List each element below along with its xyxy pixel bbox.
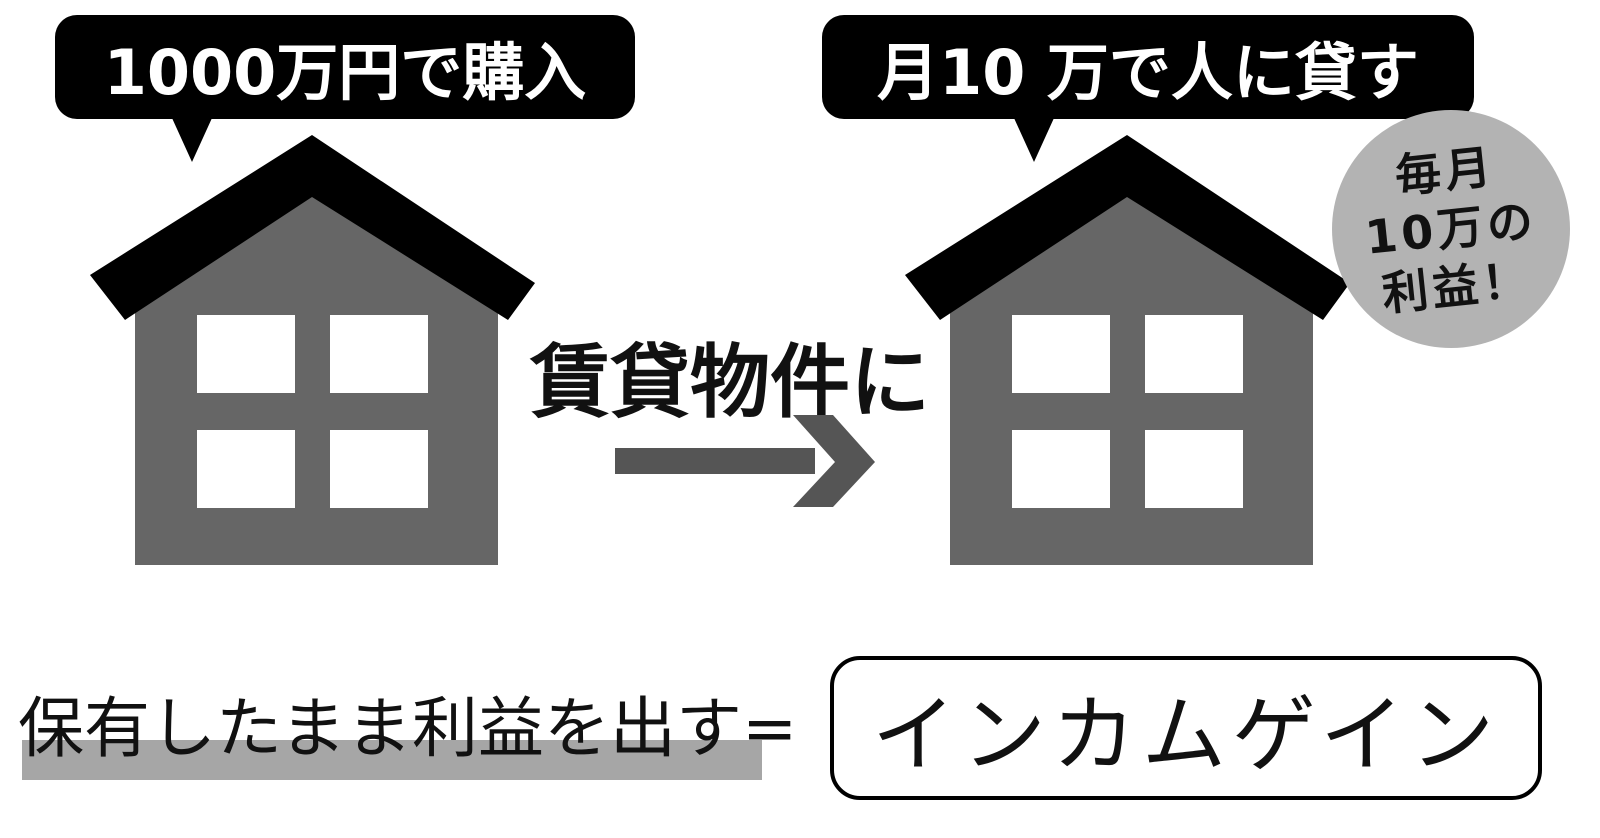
rent-bubble-tail: [1014, 118, 1054, 162]
rent-bubble-text: 月10 万で人に貸す: [877, 36, 1419, 109]
left-house-window-1: [197, 315, 295, 393]
right-house-icon: [905, 135, 1350, 565]
purchase-bubble-text: 1000万円で購入: [103, 36, 587, 109]
left-house-window-4: [330, 430, 428, 508]
arrow-shaft: [615, 448, 815, 474]
statement-highlight: [22, 740, 762, 780]
arrow-head: [793, 415, 875, 507]
purchase-bubble-tail: [172, 118, 212, 162]
income-gain-text: インカムゲイン: [871, 685, 1501, 784]
right-house-window-1: [1012, 315, 1110, 393]
purchase-bubble: 1000万円で購入: [55, 15, 635, 119]
income-gain-box: インカムゲイン: [830, 656, 1542, 800]
right-house-roof: [905, 135, 1350, 320]
rental-property-label: 賃貸物件に: [530, 336, 930, 429]
badge-line-1: 毎月: [1392, 139, 1498, 204]
left-house-window-3: [197, 430, 295, 508]
monthly-profit-badge: 毎月 10万の 利益！: [1320, 98, 1582, 360]
left-house-icon: [90, 135, 535, 565]
rent-bubble: 月10 万で人に貸す: [822, 15, 1474, 119]
arrow-right-icon: [615, 415, 875, 507]
right-house-window-2: [1145, 315, 1243, 393]
left-house-window-2: [330, 315, 428, 393]
right-house-window-4: [1145, 430, 1243, 508]
right-house-window-3: [1012, 430, 1110, 508]
income-statement: 保有したまま利益を出す=: [18, 690, 798, 767]
left-house-roof: [90, 135, 535, 320]
